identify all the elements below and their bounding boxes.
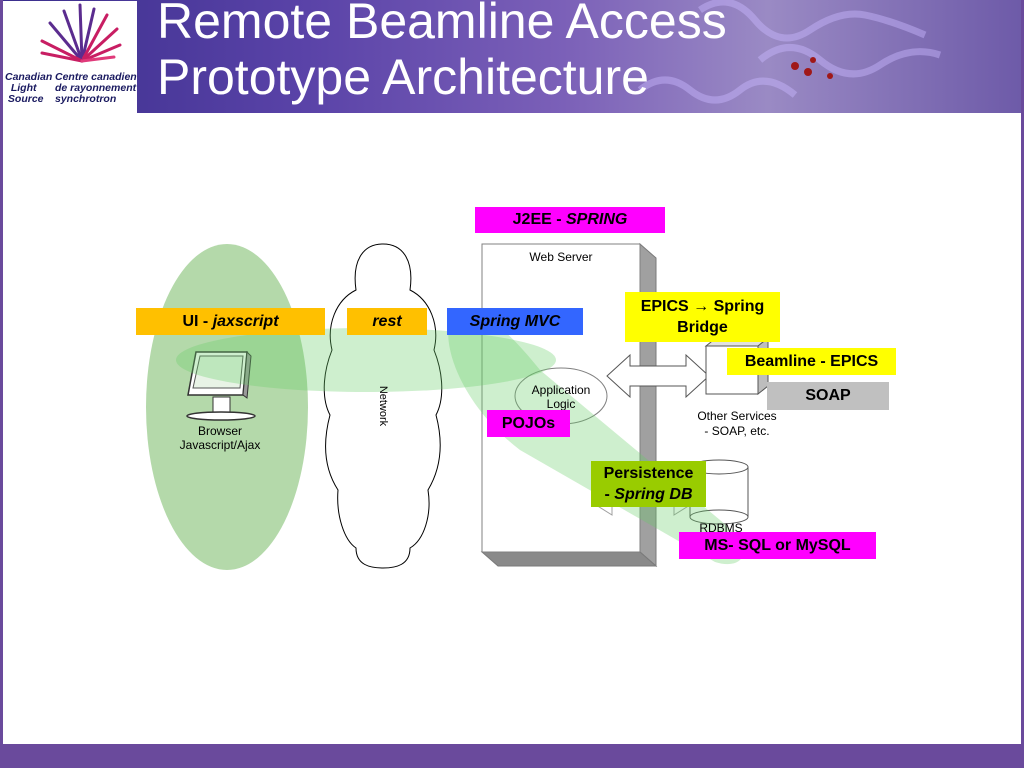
persistence-spring-db-label: Persistence - Spring DB (591, 461, 706, 507)
pojos-label: POJOs (487, 410, 570, 437)
ui-italic-text: jaxscript (212, 312, 279, 330)
spring-mvc-label: Spring MVC (447, 308, 583, 335)
logo-en-line3: Source (7, 93, 44, 105)
header-banner: Canadian Light Source Centre canadien de… (0, 0, 1024, 113)
other-services-label: Other Services - SOAP, etc. (684, 409, 790, 439)
logo-fr-line3: synchrotron (55, 93, 117, 105)
network-label: Network (377, 385, 389, 427)
web-server-box-bottom (480, 551, 658, 567)
spring-mvc-text: Spring MVC (469, 312, 561, 330)
soap-label: SOAP (767, 382, 889, 410)
persistence-italic-text: Spring DB (614, 486, 693, 503)
footer-bar (0, 744, 1024, 768)
left-frame-border (0, 0, 3, 768)
browser-line1: Browser (197, 424, 242, 438)
other-services-line2: - SOAP, etc. (704, 424, 770, 438)
browser-computer-icon (186, 350, 256, 421)
epics-spring-bridge-label: EPICS → Spring Bridge (625, 292, 780, 342)
protein-background-graphic (637, 0, 942, 104)
logo-en-line2: Light (10, 82, 37, 94)
logo-fr-line1: Centre canadien (55, 71, 137, 83)
beamline-epics-label: Beamline - EPICS (727, 348, 896, 375)
title-line-2: Prototype Architecture (157, 49, 649, 105)
application-logic-label: Application Logic (515, 383, 607, 411)
logo-fr-line2: de rayonnement (55, 82, 137, 94)
epics-bridge-line1: EPICS → Spring (640, 298, 765, 315)
app-logic-line2: Logic (546, 397, 576, 411)
horizontal-flow-highlight (176, 328, 556, 392)
epics-bridge-line2: Bridge (677, 319, 728, 336)
logo-french-text: Centre canadien de rayonnement synchrotr… (55, 72, 137, 105)
other-services-line1: Other Services (697, 409, 777, 423)
slide-title: Remote Beamline Access Prototype Archite… (157, 0, 727, 102)
web-server-label: Web Server (529, 250, 593, 264)
persistence-prefix: - (604, 486, 615, 503)
app-logic-line1: Application (531, 383, 591, 397)
ui-prefix-text: UI - (182, 312, 213, 330)
browser-label: Browser Javascript/Ajax (160, 424, 280, 452)
rdbms-label: RDBMS (699, 521, 743, 535)
j2ee-spring-label: J2EE - SPRING (475, 207, 665, 233)
logo-english-text: Canadian Light Source (5, 72, 52, 105)
maple-leaf-logo-icon (40, 3, 122, 63)
right-frame-border (1021, 0, 1024, 768)
browser-line2: Javascript/Ajax (179, 438, 261, 452)
j2ee-prefix-text: J2EE - (512, 211, 566, 228)
csl-logo: Canadian Light Source Centre canadien de… (2, 1, 137, 113)
title-line-1: Remote Beamline Access (157, 0, 727, 49)
ms-sql-mysql-label: MS- SQL or MySQL (679, 532, 876, 559)
ui-jaxscript-label: UI - jaxscript (136, 308, 325, 335)
logo-en-line1: Canadian (5, 71, 53, 83)
rest-label: rest (347, 308, 427, 335)
persistence-line1: Persistence (603, 465, 694, 482)
j2ee-italic-text: SPRING (566, 211, 628, 228)
rest-text: rest (372, 312, 402, 330)
